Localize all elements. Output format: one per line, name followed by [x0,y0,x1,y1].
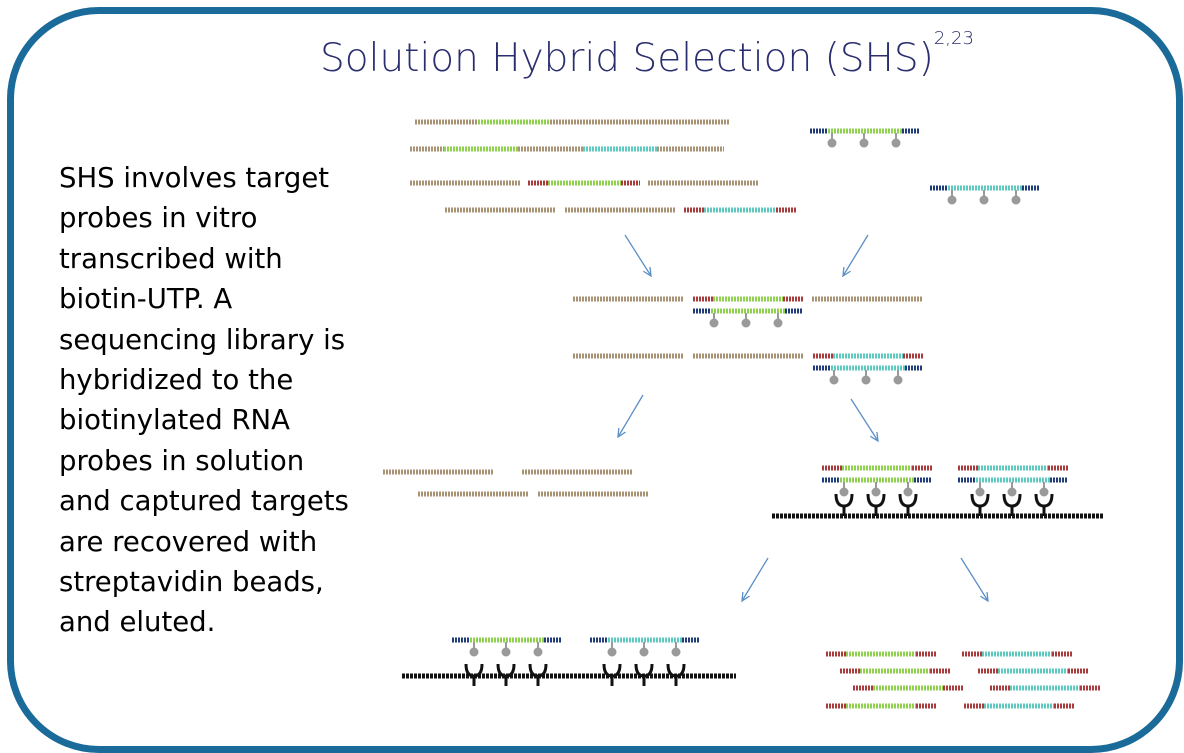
arrow-1-head [643,266,652,278]
bead-probe-b-biotin-dot-1 [639,647,649,657]
arrow-4-head [869,431,879,443]
page-title: Solution Hybrid Selection (SHS)2,23 [320,30,1020,82]
arrow-4-shaft [850,398,879,442]
arrow-3-shaft [617,394,644,438]
bead-hybrid-a-probe-biotin-dot-0 [839,487,849,497]
rounded-border-frame [7,7,1183,753]
arrow-3-head [617,427,626,439]
rna-probe-a-biotin-dot-2 [891,138,901,148]
bead-hybrid-b-probe-biotin-dot-0 [975,487,985,497]
title-text: Solution Hybrid Selection (SHS) [320,36,934,81]
arrow-1-shaft [624,234,652,277]
arrow-2-head [842,266,851,278]
arrow-5-head [741,591,750,603]
rna-probe-b-biotin-dot-1 [979,195,989,205]
arrow-6-head [980,591,989,603]
hybrid-a-probe-biotin-dot-0 [709,318,719,328]
rna-probe-a-biotin-dot-1 [859,138,869,148]
hybrid-a-probe-biotin-dot-1 [741,318,751,328]
arrow-6-shaft [960,557,989,602]
hybrid-b-probe-biotin-dot-2 [893,375,903,385]
arrow-5-shaft [741,557,769,602]
bead-probe-b-biotin-dot-2 [671,647,681,657]
rna-probe-a-biotin-dot-0 [827,138,837,148]
bead-probe-a-biotin-dot-1 [501,647,511,657]
bead-hybrid-b-probe-biotin-dot-2 [1039,487,1049,497]
title-references: 2,23 [933,28,974,49]
bead-probe-a-biotin-dot-0 [469,647,479,657]
hybrid-b-probe-biotin-dot-0 [829,375,839,385]
rna-probe-b-biotin-dot-2 [1011,195,1021,205]
description-text: SHS involves target probes in vitro tran… [59,162,349,639]
bead-hybrid-a-probe-biotin-dot-2 [903,487,913,497]
hybrid-a-probe-biotin-dot-2 [773,318,783,328]
bead-probe-a-biotin-dot-2 [533,647,543,657]
bead-hybrid-a-probe-biotin-dot-1 [871,487,881,497]
bead-probe-b-biotin-dot-0 [607,647,617,657]
arrow-2-shaft [842,234,869,277]
rna-probe-b-biotin-dot-0 [947,195,957,205]
hybrid-b-probe-biotin-dot-1 [861,375,871,385]
bead-hybrid-b-probe-biotin-dot-1 [1007,487,1017,497]
